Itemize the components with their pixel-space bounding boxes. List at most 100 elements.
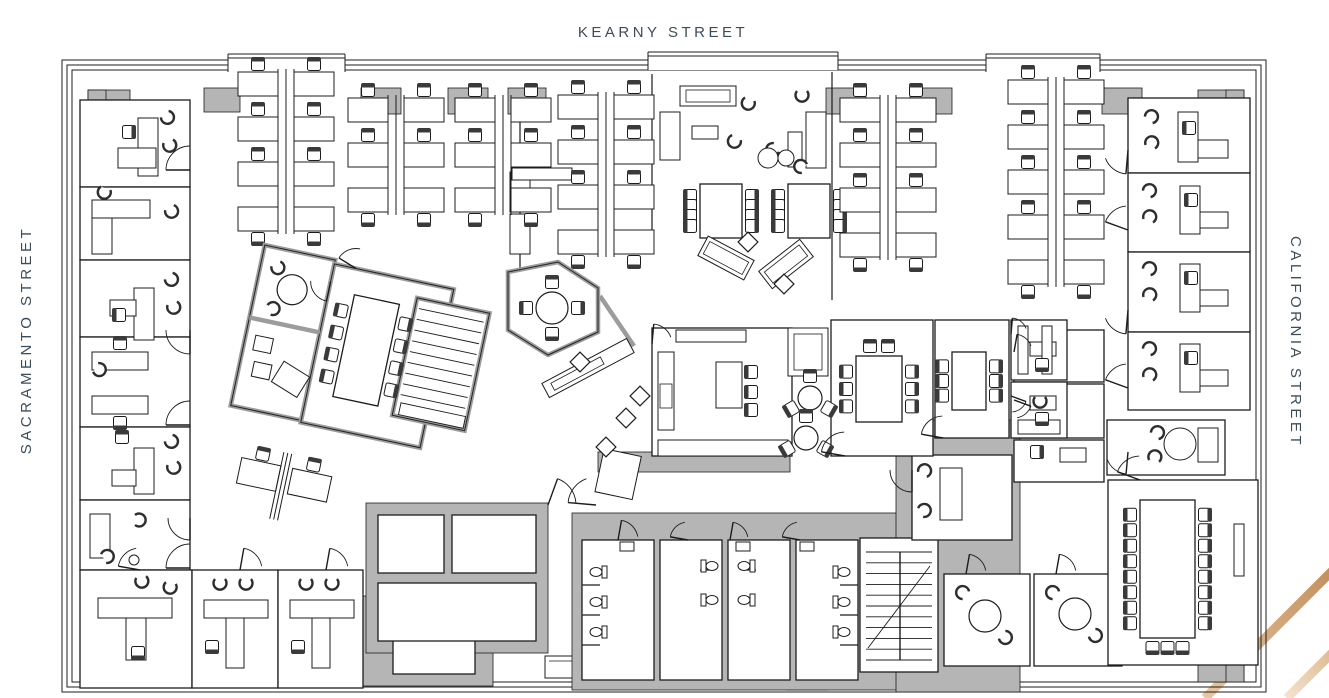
path xyxy=(733,521,749,537)
path xyxy=(338,248,361,259)
path xyxy=(212,578,228,591)
room xyxy=(1013,439,1105,483)
rect xyxy=(749,559,756,573)
guest-chair-icon xyxy=(166,460,182,475)
desk xyxy=(1007,259,1049,285)
path xyxy=(969,553,987,571)
desk xyxy=(1007,214,1049,240)
rect xyxy=(832,595,839,609)
chair-icon xyxy=(1198,600,1212,615)
rect xyxy=(402,340,409,355)
desk xyxy=(895,142,937,168)
room xyxy=(377,582,537,642)
rect xyxy=(131,125,136,139)
sink xyxy=(799,541,815,552)
furniture xyxy=(252,334,275,355)
path xyxy=(159,109,176,126)
guest-chair-icon xyxy=(270,260,286,276)
chair-icon xyxy=(1198,585,1212,600)
rect xyxy=(1184,271,1189,285)
desk xyxy=(895,187,937,213)
chair-icon xyxy=(771,219,785,233)
wall-line xyxy=(1125,309,1129,334)
door-swing xyxy=(165,400,191,426)
chair-icon xyxy=(1198,523,1212,538)
round-table xyxy=(1058,597,1092,631)
furniture xyxy=(203,599,269,619)
guest-chair-icon xyxy=(100,548,115,565)
chair-icon xyxy=(545,275,559,289)
chair-icon xyxy=(1030,445,1044,459)
chair-icon xyxy=(524,83,538,97)
guest-chair-icon xyxy=(1141,340,1158,357)
angled-suite xyxy=(228,242,493,451)
rect xyxy=(702,240,750,276)
wall-line xyxy=(729,522,734,541)
wall-line xyxy=(277,453,293,521)
door-swing xyxy=(338,248,361,270)
chair-icon xyxy=(1184,271,1198,285)
chair-icon xyxy=(863,339,877,353)
furniture-inner xyxy=(685,89,731,103)
chair-icon xyxy=(122,125,136,139)
chair-icon xyxy=(113,336,127,350)
hex-meeting-pod xyxy=(505,259,636,358)
rect xyxy=(524,222,538,227)
guest-chair-icon xyxy=(298,578,314,591)
door-swing xyxy=(310,280,332,302)
ellipse xyxy=(837,567,851,577)
chair-icon xyxy=(745,219,759,233)
path xyxy=(557,478,577,503)
chair-icon xyxy=(627,170,641,184)
rect xyxy=(839,364,844,379)
guest-chair-icon xyxy=(162,581,178,595)
rect xyxy=(318,368,326,383)
wall-line xyxy=(325,548,331,571)
rect xyxy=(323,346,331,361)
desk xyxy=(557,184,599,210)
pouf xyxy=(270,360,311,399)
guest-chair-icon xyxy=(1141,260,1158,277)
toilet-icon xyxy=(832,595,851,609)
ellipse xyxy=(705,595,719,605)
rect xyxy=(1207,554,1212,569)
desk xyxy=(510,187,552,213)
rect xyxy=(307,57,321,62)
round-table xyxy=(535,291,569,325)
chair-icon xyxy=(115,430,129,444)
guest-chair-icon xyxy=(1142,287,1158,302)
toilet-icon xyxy=(832,625,851,639)
chair-icon xyxy=(361,213,375,227)
ellipse xyxy=(737,561,751,571)
chair-icon xyxy=(468,213,482,227)
path xyxy=(1142,287,1158,302)
chair-icon xyxy=(1077,200,1091,214)
chair-icon xyxy=(839,399,853,414)
furniture xyxy=(659,111,681,161)
furniture xyxy=(1199,369,1229,387)
rect xyxy=(914,382,919,396)
rect xyxy=(935,388,940,403)
rect xyxy=(361,83,375,88)
chair-icon xyxy=(1182,121,1196,135)
rect xyxy=(307,241,321,246)
chair-icon xyxy=(1184,193,1198,207)
rect xyxy=(417,83,431,88)
column-poche xyxy=(203,87,241,113)
wall-line xyxy=(547,478,559,506)
round-table xyxy=(797,385,823,411)
rect xyxy=(205,649,219,654)
chair-icon xyxy=(853,258,867,272)
wall-line xyxy=(416,318,482,334)
path xyxy=(1017,333,1032,347)
chair-icon xyxy=(251,102,265,116)
sink xyxy=(735,541,751,552)
chair-icon xyxy=(397,316,414,333)
rect xyxy=(1077,110,1091,115)
path xyxy=(653,323,672,338)
wall-line xyxy=(418,308,484,323)
rect xyxy=(251,57,265,62)
furniture xyxy=(89,513,111,559)
chair-icon xyxy=(909,83,923,97)
toilet-icon xyxy=(589,625,608,639)
